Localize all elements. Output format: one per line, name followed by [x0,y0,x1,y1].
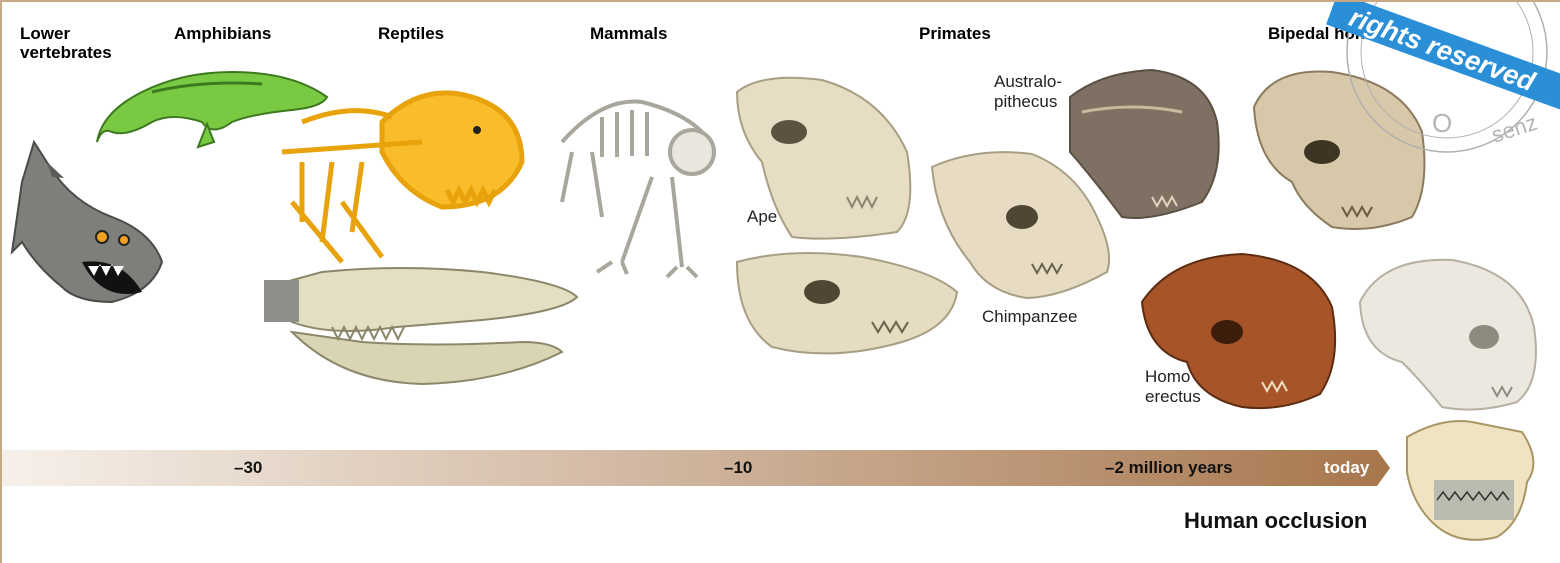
mammal-skeleton-illustration [562,102,714,278]
reptile-skeleton-illustration [282,93,522,262]
timeline-tick-30: –30 [234,458,262,478]
specimen-label-homo-erectus: Homo erectus [1145,367,1201,407]
crocodile-skull-illustration [264,268,577,384]
human-occlusion-illustration [1407,421,1533,540]
human-occlusion-label: Human occlusion [1184,508,1367,534]
svg-text:O: O [1432,108,1452,138]
specimen-label-ape: Ape [747,207,777,227]
copyright-stamp-watermark: rights reserved senz O [1302,2,1560,162]
chimpanzee-skull-illustration [932,152,1109,298]
svg-text:senz: senz [1488,110,1540,148]
australopithecus-skull-illustration [1070,70,1219,218]
svg-text:rights reserved: rights reserved [1345,2,1539,97]
amphibian-illustration [97,72,327,147]
specimen-label-chimpanzee: Chimpanzee [982,307,1077,327]
timeline-tick-10: –10 [724,458,752,478]
specimen-label-australopithecus: Australo- pithecus [994,72,1062,112]
canid-skull-illustration [737,253,957,353]
fish-illustration [12,142,162,302]
modern-human-skull-illustration [1360,260,1536,410]
timeline-tick-today: today [1324,458,1369,478]
timeline-tick-2-million: –2 million years [1105,458,1233,478]
